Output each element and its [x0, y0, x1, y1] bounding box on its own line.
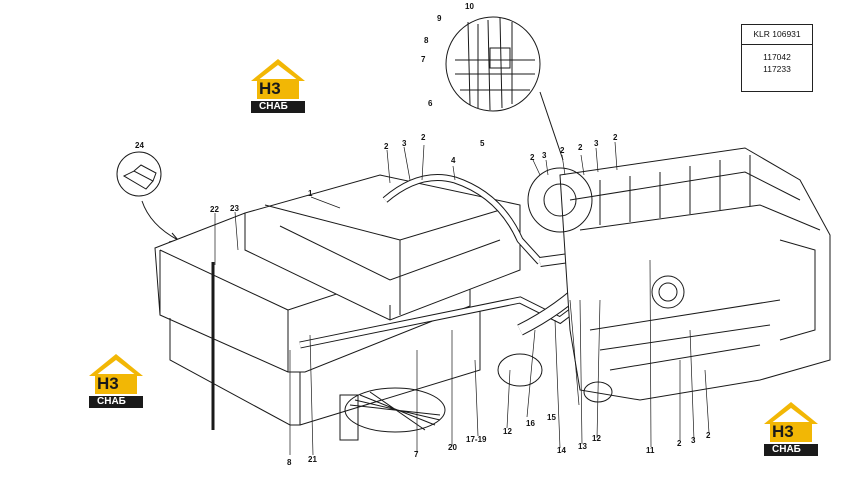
snab-logo-top: H3 СНАБ — [247, 55, 309, 115]
callout-24: 24 — [135, 141, 144, 150]
reference-part-2: 117233 — [763, 64, 791, 74]
callout-2-g: 2 — [677, 439, 682, 448]
callout-12: 12 — [503, 427, 512, 436]
callout-3-c: 3 — [594, 139, 599, 148]
callout-21: 21 — [308, 455, 317, 464]
callout-12-b: 12 — [592, 434, 601, 443]
callout-14: 14 — [557, 446, 566, 455]
callout-2: 2 — [384, 142, 389, 151]
snab-logo-mark — [251, 59, 305, 113]
callout-3-d: 3 — [691, 436, 696, 445]
callout-6: 6 — [428, 99, 433, 108]
callout-20: 20 — [448, 443, 457, 452]
logo-mark-text: H3 — [259, 79, 281, 98]
callout-2-b: 2 — [421, 133, 426, 142]
callout-3: 3 — [402, 139, 407, 148]
callout-2-h: 2 — [706, 431, 711, 440]
callout-9: 9 — [437, 14, 442, 23]
callout-2-d: 2 — [560, 146, 565, 155]
reference-box: KLR 106931 117042 117233 — [741, 24, 813, 92]
callout-4: 4 — [451, 156, 456, 165]
logo-name-text: СНАБ — [97, 396, 126, 407]
callout-3-b: 3 — [542, 151, 547, 160]
callout-5: 5 — [480, 139, 485, 148]
logo-mark-text: H3 — [772, 422, 794, 441]
snab-logo-mark — [764, 402, 818, 456]
callout-16: 16 — [526, 419, 535, 428]
callout-2-c: 2 — [530, 153, 535, 162]
callout-13: 13 — [578, 442, 587, 451]
snab-logo-right: H3 СНАБ — [760, 398, 822, 458]
logo-name-text: СНАБ — [772, 444, 801, 455]
callout-22: 22 — [210, 205, 219, 214]
callout-15: 15 — [547, 413, 556, 422]
callout-2-f: 2 — [613, 133, 618, 142]
logo-mark-text: H3 — [97, 374, 119, 393]
logo-name-text: СНАБ — [259, 101, 288, 112]
callout-2-e: 2 — [578, 143, 583, 152]
callout-10: 10 — [465, 2, 474, 11]
callout-8-b: 8 — [287, 458, 292, 467]
callout-1: 1 — [308, 189, 313, 198]
reference-part-1: 117042 — [763, 52, 791, 62]
callout-8: 8 — [424, 36, 429, 45]
callout-7: 7 — [421, 55, 426, 64]
snab-logo-left: H3 СНАБ — [85, 350, 147, 410]
callout-17-19: 17-19 — [466, 435, 487, 444]
callout-7-b: 7 — [414, 450, 419, 459]
callout-11: 11 — [646, 446, 655, 455]
reference-code: KLR 106931 — [742, 25, 812, 45]
callout-23: 23 — [230, 204, 239, 213]
snab-logo-mark — [89, 354, 143, 408]
